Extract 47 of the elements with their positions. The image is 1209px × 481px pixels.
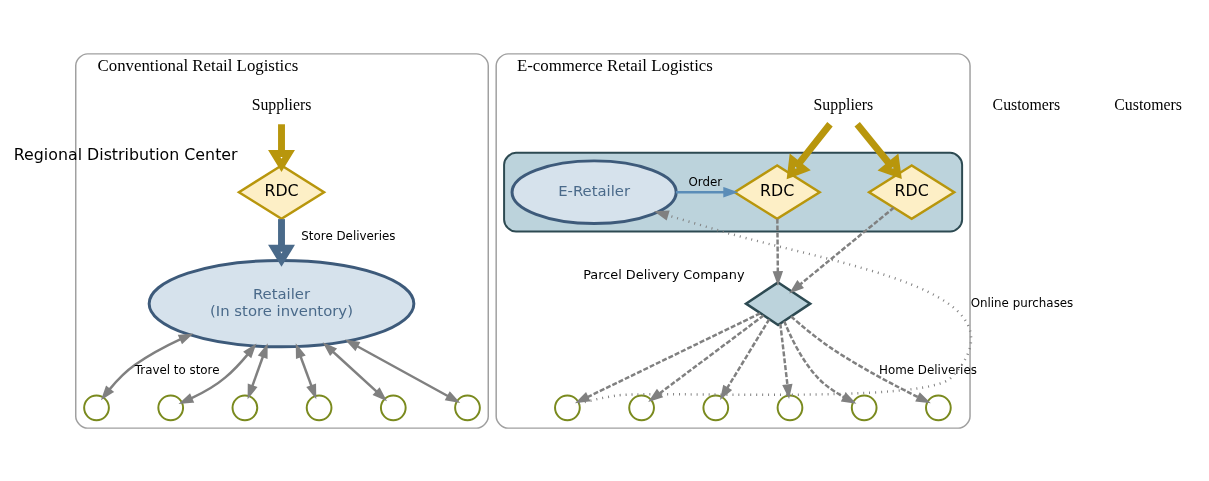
node-ellipse: Retailer (In store inventory) bbox=[147, 258, 416, 348]
edge-label: Online purchases bbox=[970, 295, 1074, 310]
arrow bbox=[322, 341, 388, 401]
node-text: Suppliers bbox=[251, 95, 312, 113]
arrow bbox=[574, 311, 761, 403]
edge-label: Store Deliveries bbox=[301, 228, 396, 243]
arrow bbox=[790, 315, 931, 403]
node-circle bbox=[379, 394, 407, 421]
node-circle bbox=[925, 394, 952, 421]
node-circle bbox=[157, 394, 185, 421]
label: Customers bbox=[1114, 95, 1182, 113]
node-diamond: RDC bbox=[866, 163, 957, 220]
arrow bbox=[344, 338, 461, 403]
edge-label: Home Deliveries bbox=[879, 362, 977, 377]
arrow bbox=[178, 342, 257, 404]
node-text: Suppliers bbox=[813, 95, 874, 113]
arrow bbox=[772, 218, 784, 286]
arrow bbox=[779, 323, 793, 399]
node-circle bbox=[776, 394, 804, 421]
arrow bbox=[676, 186, 739, 197]
node-circle bbox=[850, 394, 878, 421]
arrow bbox=[719, 318, 771, 400]
arrow bbox=[247, 342, 268, 399]
arrow bbox=[268, 218, 295, 267]
node-circle bbox=[83, 394, 110, 421]
node-label: Regional Distribution Center bbox=[13, 144, 238, 164]
edge-label: Order bbox=[688, 174, 723, 189]
node-circle bbox=[554, 394, 581, 421]
node-diamond: RDC bbox=[732, 163, 822, 220]
node-ellipse: E-Retailer bbox=[510, 158, 678, 225]
arrow bbox=[789, 206, 895, 293]
edge-label: Travel to store bbox=[134, 362, 220, 377]
node-circle bbox=[628, 394, 655, 421]
arrow bbox=[786, 121, 833, 179]
arrow bbox=[578, 209, 972, 405]
arrow bbox=[783, 320, 857, 404]
node-label: Parcel Delivery Company bbox=[583, 266, 745, 282]
label: Customers bbox=[992, 95, 1061, 113]
node-circle bbox=[231, 394, 259, 421]
arrow bbox=[648, 314, 765, 402]
arrow bbox=[100, 332, 194, 400]
node-circle bbox=[702, 394, 730, 421]
arrow bbox=[854, 121, 902, 179]
node-circle bbox=[305, 394, 333, 421]
arrow bbox=[268, 123, 295, 172]
arrow bbox=[295, 342, 317, 399]
node-circle bbox=[454, 394, 481, 421]
